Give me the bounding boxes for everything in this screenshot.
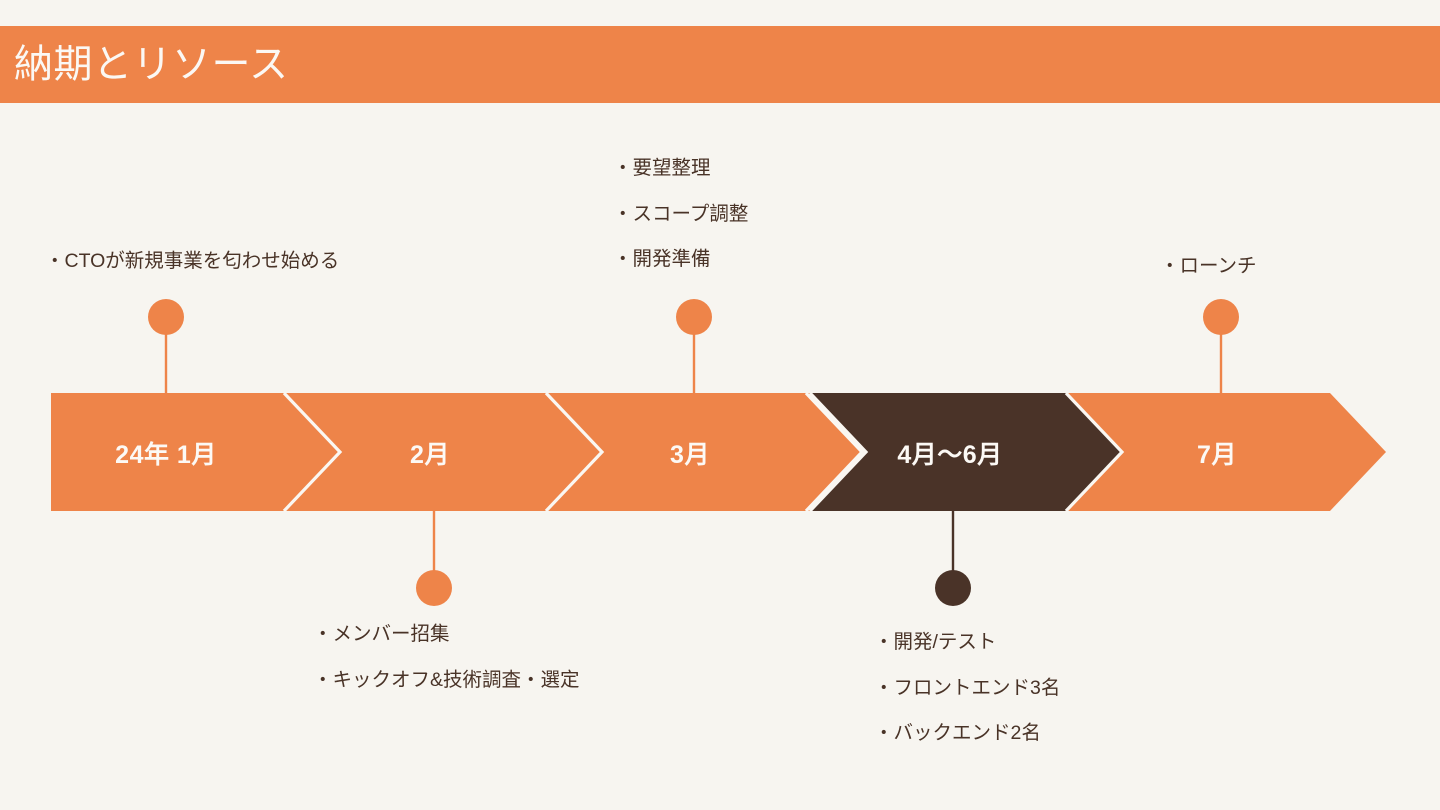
note-block-apr-jun: ・開発/テスト ・フロントエンド3名 ・バックエンド2名 bbox=[874, 631, 1061, 770]
page-title: 納期とリソース bbox=[14, 43, 289, 86]
note-line: ・開発/テスト bbox=[874, 631, 997, 653]
note-line: ・キックオフ&技術調査・選定 bbox=[313, 668, 580, 691]
note-line: ・バックエンド2名 bbox=[874, 722, 1041, 744]
marker-dot-apr-jun[interactable] bbox=[935, 570, 971, 606]
note-line: ・メンバー招集 bbox=[313, 623, 450, 645]
chevron-divider-3 bbox=[804, 391, 865, 513]
marker-dot-feb[interactable] bbox=[416, 570, 452, 606]
note-line: ・CTOが新規事業を匂わせ始める bbox=[45, 250, 340, 272]
chevron-divider-2 bbox=[544, 391, 605, 513]
title-band: 納期とリソース bbox=[0, 26, 1440, 103]
marker-dot-jul[interactable] bbox=[1203, 299, 1239, 335]
timeline-bar-orange bbox=[51, 393, 1386, 511]
timeline-segment-label-jul[interactable]: 7月 bbox=[1197, 441, 1237, 469]
marker-dot-jan[interactable] bbox=[148, 299, 184, 335]
note-line: ・要望整理 bbox=[613, 157, 711, 179]
timeline-segment-label-mar[interactable]: 3月 bbox=[670, 441, 710, 469]
note-line: ・開発準備 bbox=[613, 248, 711, 270]
note-block-jul: ・ローンチ bbox=[1160, 255, 1257, 277]
timeline-segment-label-feb[interactable]: 2月 bbox=[410, 441, 450, 469]
note-block-jan: ・CTOが新規事業を匂わせ始める bbox=[45, 250, 340, 272]
chevron-divider-1 bbox=[282, 391, 343, 513]
timeline-segment-dark bbox=[810, 393, 1122, 511]
timeline-segment-label-apr-jun[interactable]: 4月～6月 bbox=[897, 441, 1003, 469]
chevron-divider-5 bbox=[1064, 391, 1125, 513]
chevron-divider-4 bbox=[808, 391, 869, 513]
note-line: ・ローンチ bbox=[1160, 255, 1257, 277]
note-line: ・フロントエンド3名 bbox=[874, 676, 1061, 699]
marker-dot-mar[interactable] bbox=[676, 299, 712, 335]
timeline-segment-label-jan[interactable]: 24年 1月 bbox=[115, 441, 217, 469]
note-block-mar: ・要望整理 ・スコープ調整 ・開発準備 bbox=[613, 157, 749, 270]
note-block-feb: ・メンバー招集 ・キックオフ&技術調査・選定 bbox=[313, 623, 580, 716]
note-line: ・スコープ調整 bbox=[613, 202, 749, 225]
